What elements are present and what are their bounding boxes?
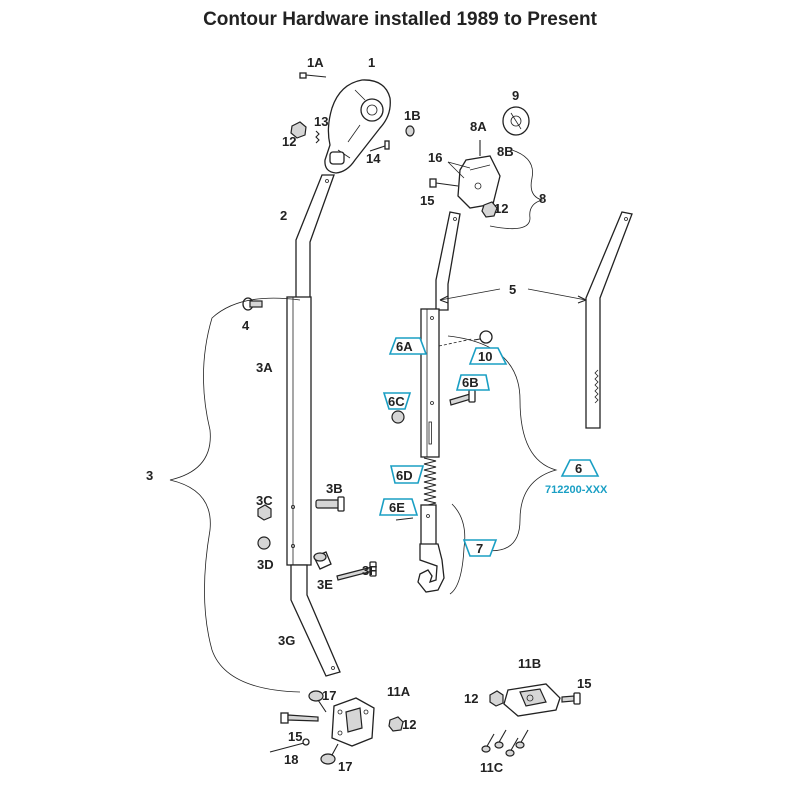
- label-15-right: 15: [577, 676, 591, 691]
- bolt-6b-part[interactable]: [449, 389, 476, 406]
- nut-3c-part[interactable]: [257, 504, 272, 521]
- nut-12c-part[interactable]: [388, 716, 404, 732]
- nut-1b-part[interactable]: [405, 125, 415, 137]
- screw-14-part[interactable]: [369, 140, 390, 152]
- lower-tube-3g-part[interactable]: [290, 564, 341, 677]
- badge-6b[interactable]: 6B: [455, 374, 490, 391]
- badge-10[interactable]: 10: [468, 347, 508, 365]
- nut-12d-part[interactable]: [489, 690, 504, 707]
- label-8b: 8B: [497, 144, 514, 159]
- label-17-top: 17: [322, 688, 336, 703]
- badge-6c[interactable]: 6C: [382, 392, 412, 410]
- label-1a: 1A: [307, 55, 324, 70]
- screw-17b-part[interactable]: [320, 743, 339, 765]
- label-3f: 3F: [362, 563, 377, 578]
- label-18: 18: [284, 752, 298, 767]
- knob-9-part[interactable]: [502, 106, 530, 136]
- badge-7[interactable]: 7: [462, 539, 498, 557]
- label-3c: 3C: [256, 493, 273, 508]
- label-1: 1: [368, 55, 375, 70]
- label-9: 9: [512, 88, 519, 103]
- bolt-10-part[interactable]: [473, 330, 493, 344]
- label-11c: 11C: [480, 760, 504, 775]
- upper-tube-part[interactable]: [295, 174, 335, 299]
- bolt-3b-part[interactable]: [315, 496, 345, 512]
- bracket-11b-part[interactable]: [503, 683, 561, 717]
- label-12-11b: 12: [464, 691, 478, 706]
- bolt-15c-part[interactable]: [561, 692, 581, 705]
- label-15-bracket: 15: [420, 193, 434, 208]
- hook-7-part[interactable]: [417, 504, 445, 593]
- svg-text:6D: 6D: [396, 468, 413, 483]
- part-labels: 1 1A 1B 12 13 14 2 4 3A 3 3B 3C 3D 3E 3F…: [146, 55, 591, 775]
- rod-18-part[interactable]: [269, 738, 310, 753]
- label-15-left: 15: [288, 729, 302, 744]
- nut-3d-part[interactable]: [257, 536, 271, 550]
- long-tube-3a-part[interactable]: [286, 296, 312, 566]
- label-3d: 3D: [257, 557, 274, 572]
- badge-6d[interactable]: 6D: [389, 465, 425, 484]
- label-13: 13: [314, 114, 328, 129]
- screw-17a-part[interactable]: [308, 690, 327, 713]
- nut-12a-part[interactable]: [290, 121, 307, 139]
- label-4: 4: [242, 318, 250, 333]
- leader-lines: [169, 149, 587, 693]
- label-3g: 3G: [278, 633, 295, 648]
- label-12-bracket: 12: [494, 201, 508, 216]
- bolt-3f-part[interactable]: [336, 561, 377, 581]
- badge-6[interactable]: 6: [560, 459, 600, 477]
- svg-text:6: 6: [575, 461, 582, 476]
- screw-11c-part[interactable]: [481, 729, 529, 757]
- handle-head-part[interactable]: [324, 79, 391, 174]
- upper-tube-5-part[interactable]: [435, 211, 461, 311]
- badge-6e[interactable]: 6E: [378, 498, 419, 516]
- svg-text:7: 7: [476, 541, 483, 556]
- label-3a: 3A: [256, 360, 273, 375]
- bolt-15a-part[interactable]: [429, 178, 459, 188]
- spacer-3e-part[interactable]: [313, 551, 332, 570]
- label-12-11a: 12: [402, 717, 416, 732]
- label-8: 8: [539, 191, 546, 206]
- inner-tube-6-part[interactable]: [420, 308, 440, 458]
- label-11b: 11B: [518, 656, 541, 671]
- nut-6c-part[interactable]: [391, 410, 405, 424]
- spring-13-part[interactable]: [315, 130, 320, 144]
- bracket-8-part[interactable]: [457, 155, 501, 209]
- label-3e: 3E: [317, 577, 333, 592]
- svg-text:6A: 6A: [396, 339, 413, 354]
- tube-5-right-part[interactable]: [585, 211, 633, 429]
- knob-4-part[interactable]: [242, 297, 263, 311]
- svg-text:6C: 6C: [388, 394, 405, 409]
- label-12-top: 12: [282, 134, 296, 149]
- label-3: 3: [146, 468, 153, 483]
- label-1b: 1B: [404, 108, 421, 123]
- bracket-11a-part[interactable]: [331, 697, 375, 747]
- svg-text:10: 10: [478, 349, 492, 364]
- spring-6d-part[interactable]: [423, 457, 437, 507]
- bolt-1a-part[interactable]: [299, 72, 327, 79]
- label-17-bottom: 17: [338, 759, 352, 774]
- svg-text:6B: 6B: [462, 375, 479, 390]
- page-title: Contour Hardware installed 1989 to Prese…: [203, 9, 597, 30]
- bolt-15b-part[interactable]: [280, 712, 319, 724]
- label-2: 2: [280, 208, 287, 223]
- label-14: 14: [366, 151, 381, 166]
- label-16: 16: [428, 150, 442, 165]
- nut-12b-part[interactable]: [481, 201, 498, 218]
- svg-text:6E: 6E: [389, 500, 405, 515]
- badge-6a[interactable]: 6A: [388, 337, 428, 355]
- part-number-712200: 712200-XXX: [545, 484, 608, 496]
- label-8a: 8A: [470, 119, 487, 134]
- label-3b: 3B: [326, 481, 343, 496]
- label-11a: 11A: [387, 684, 411, 699]
- blue-badges: 6A 10 6B 6C 6D 6E 7 6 712200-X: [378, 337, 608, 557]
- label-5: 5: [509, 282, 516, 297]
- pin-6e-part[interactable]: [395, 517, 414, 521]
